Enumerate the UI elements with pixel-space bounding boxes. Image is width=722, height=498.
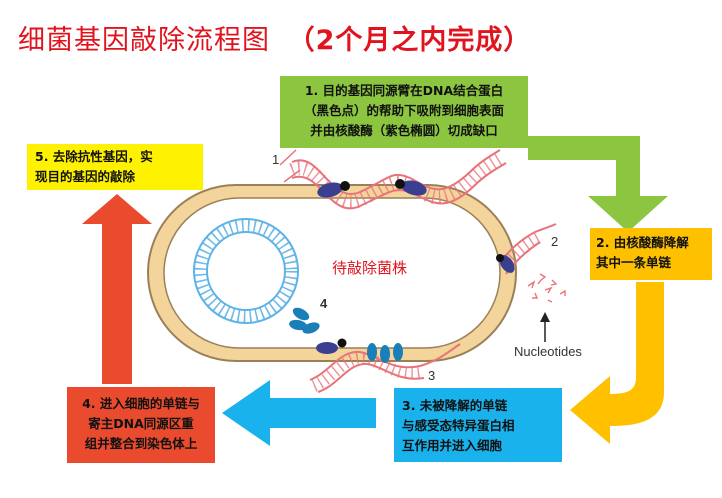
step-5-line-1: 5. 去除抗性基因，实 (35, 149, 153, 164)
chromosome-icon (193, 218, 299, 324)
step-5-box: 5. 去除抗性基因，实 现目的基因的敲除 (27, 144, 203, 190)
step-3-line-2: 与感受态特异蛋白相 (402, 418, 515, 433)
marker-3: 3 (428, 368, 436, 383)
nucleotides-arrow-icon (540, 312, 550, 342)
step-4-line-2: 寄主DNA同源区重 (88, 416, 194, 431)
marker-1: 1 (272, 152, 280, 167)
step-3-line-3: 互作用并进入细胞 (402, 438, 503, 453)
step-4-box: 4. 进入细胞的单链与 寄主DNA同源区重 组并整合到染色体上 (67, 387, 215, 463)
step-2-line-2: 其中一条单链 (596, 255, 672, 270)
arrow-orange-down-icon (570, 282, 664, 444)
step-1-line-2: （黑色点）的帮助下吸附到细胞表面 (303, 103, 504, 118)
step-1-box: 1. 目的基因同源臂在DNA结合蛋白 （黑色点）的帮助下吸附到细胞表面 并由核酸… (280, 76, 528, 148)
title-note: （2个月之内完成） (287, 25, 532, 56)
step-2-box: 2. 由核酸酶降解 其中一条单链 (590, 228, 712, 280)
arrow-green-down-icon (528, 136, 668, 232)
marker-2: 2 (551, 234, 559, 249)
step-3-box: 3. 未被降解的单链 与感受态特异蛋白相 互作用并进入细胞 (394, 388, 562, 462)
nucleotides-icon (527, 273, 566, 303)
title-main: 细菌基因敲除流程图 (18, 25, 270, 56)
nucleotides-label: Nucleotides (514, 344, 582, 359)
step-1-line-3: 并由核酸酶（紫色椭圆）切成缺口 (310, 123, 498, 138)
page-title: 细菌基因敲除流程图 （2个月之内完成） (18, 18, 531, 57)
arrow-red-up-icon (82, 194, 152, 384)
step-3-line-1: 3. 未被降解的单链 (402, 398, 508, 413)
dsdna-bottom-icon (309, 338, 461, 393)
recombination-proteins-icon (289, 307, 320, 334)
cell-label: 待敲除菌株 (332, 259, 408, 277)
arrow-blue-left-icon (222, 380, 376, 446)
step-5-line-2: 现目的基因的敲除 (35, 169, 136, 184)
step-4-line-3: 组并整合到染色体上 (84, 436, 198, 451)
step-2-line-1: 2. 由核酸酶降解 (596, 235, 689, 250)
step-1-line-1: 1. 目的基因同源臂在DNA结合蛋白 (304, 83, 504, 98)
nuclease-top-icon (317, 179, 427, 198)
ssdna-right-icon (496, 223, 557, 275)
step-4-line-1: 4. 进入细胞的单链与 (82, 396, 200, 411)
marker-4: 4 (320, 296, 328, 311)
